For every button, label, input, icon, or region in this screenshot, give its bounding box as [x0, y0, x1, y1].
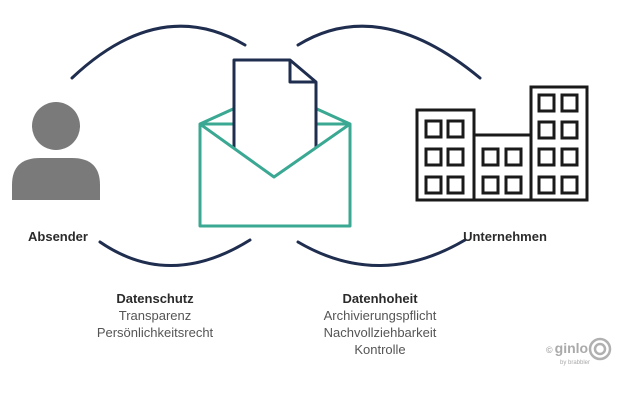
sender-label: Absender	[28, 229, 88, 244]
right-block-item: Nachvollziehbarkeit	[323, 325, 437, 340]
ginlo-logo: ©ginlo	[546, 340, 588, 357]
logo-text: ginlo	[554, 340, 589, 356]
right-block-title: Datenhoheit	[342, 291, 418, 306]
left-bottom-arc	[98, 238, 252, 267]
right-block-item: Archivierungspflicht	[323, 308, 437, 323]
left-block-item: Transparenz	[118, 308, 192, 323]
person-icon	[12, 102, 100, 200]
right-top-arc	[296, 24, 482, 80]
right-bottom-arc	[296, 238, 467, 267]
logo-subtext: by brabbler	[560, 360, 591, 366]
document-icon	[232, 58, 318, 148]
copyright-symbol: ©	[546, 345, 553, 355]
envelope-flap	[199, 122, 351, 179]
building-icon	[415, 85, 589, 202]
ginlo-logo-mark	[588, 337, 612, 361]
right-block-item: Kontrolle	[354, 342, 406, 357]
left-block-title: Datenschutz	[116, 291, 194, 306]
right-info-block: Datenhoheit Archivierungspflicht Nachvol…	[300, 290, 460, 358]
left-block-item: Persönlichkeitsrecht	[96, 325, 214, 340]
receiver-label: Unternehmen	[463, 229, 547, 244]
left-top-arc	[70, 24, 247, 80]
left-info-block: Datenschutz Transparenz Persönlichkeitsr…	[75, 290, 235, 341]
